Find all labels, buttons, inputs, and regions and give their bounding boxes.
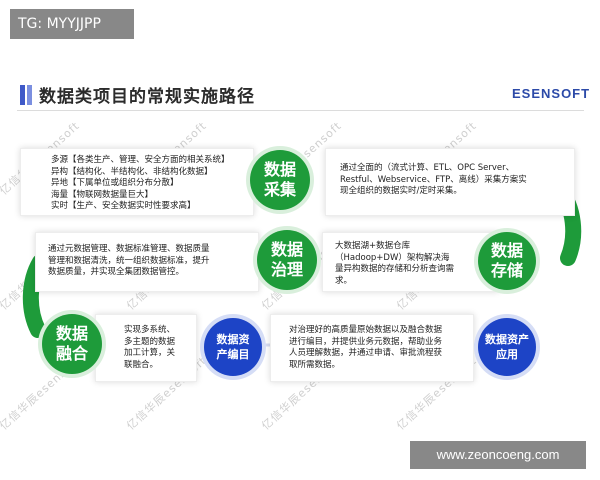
collect-source-text: 多源【各类生产、管理、安全方面的相关系统】 异构【结构化、半结构化、非结构化数据…	[51, 155, 230, 211]
title-divider	[17, 110, 584, 111]
step-fuse-label: 数据 融合	[55, 324, 88, 363]
govern-card: 通过元数据管理、数据标准管理、数据质量 管理和数据清洗，统一组织数据标准，提升 …	[35, 232, 259, 292]
catalog-card: 对治理好的高质量原始数据以及融合数据 进行编目，并提供业务元数据，帮助业务 人员…	[270, 314, 474, 382]
step-govern-circle: 数据 治理	[257, 230, 317, 290]
collect-method-text: 通过全面的（流式计算、ETL、OPC Server、 Restful、Webse…	[340, 163, 527, 196]
step-apply-label: 数据资产 应用	[484, 333, 529, 361]
title-accent-bar	[20, 85, 25, 105]
step-govern-label: 数据 治理	[270, 240, 303, 279]
title-accent-bar-light	[27, 85, 32, 105]
step-catalog-label: 数据资 产编目	[216, 333, 250, 361]
fuse-card: 实现多系统、 多主题的数据 加工计算，关 联融合。	[95, 314, 197, 382]
brand-logo: ESENSOFT	[512, 86, 591, 101]
step-fuse-circle: 数据 融合	[42, 314, 102, 374]
store-card: 大数据湖+数据仓库 （Hadoop+DW）架构解决海 量异构数据的存储和分析查询…	[322, 232, 499, 292]
step-store-label: 数据 存储	[490, 241, 523, 280]
page-title: 数据类项目的常规实施路径	[39, 87, 255, 107]
step-catalog-circle: 数据资 产编目	[204, 318, 262, 376]
store-text: 大数据湖+数据仓库 （Hadoop+DW）架构解决海 量异构数据的存储和分析查询…	[335, 241, 455, 286]
catalog-text: 对治理好的高质量原始数据以及融合数据 进行编目，并提供业务元数据，帮助业务 人员…	[289, 325, 443, 370]
govern-text: 通过元数据管理、数据标准管理、数据质量 管理和数据清洗，统一组织数据标准，提升 …	[48, 244, 210, 277]
step-apply-circle: 数据资产 应用	[478, 318, 536, 376]
step-collect-label: 数据 采集	[263, 160, 296, 199]
channel-tag: TG: MYYJJPP	[10, 9, 134, 39]
step-collect-circle: 数据 采集	[250, 150, 310, 210]
step-store-circle: 数据 存储	[478, 232, 536, 290]
fuse-text: 实现多系统、 多主题的数据 加工计算，关 联融合。	[124, 325, 176, 370]
collect-right-card: 通过全面的（流式计算、ETL、OPC Server、 Restful、Webse…	[325, 148, 575, 216]
site-url-tag: www.zeoncoeng.com	[410, 441, 586, 469]
collect-left-card: 多源【各类生产、管理、安全方面的相关系统】 异构【结构化、半结构化、非结构化数据…	[20, 148, 254, 216]
